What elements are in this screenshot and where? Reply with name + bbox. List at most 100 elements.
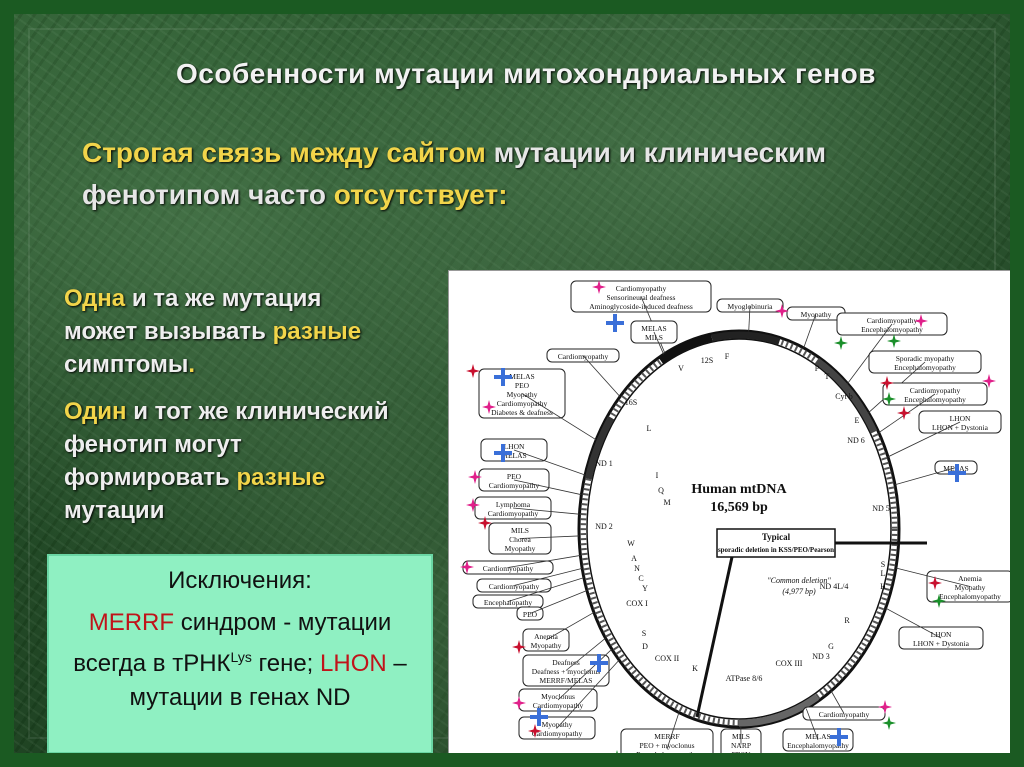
mutation-star-17 bbox=[512, 640, 526, 654]
disease-label-37: Encephalomyopathy bbox=[939, 592, 1001, 601]
disease-label-6: Encephalomyopathy bbox=[861, 325, 923, 334]
text-p2: и тот же клинический фенотип могут форми… bbox=[64, 398, 389, 491]
gene-label-22: C bbox=[638, 574, 643, 583]
gene-label-14: V bbox=[678, 364, 684, 373]
connector-11 bbox=[894, 467, 957, 486]
segment-nd1 bbox=[584, 416, 615, 480]
lead-highlight-1: Строгая связь между сайтом bbox=[82, 137, 486, 168]
mutation-star-3 bbox=[834, 336, 848, 350]
disease-label-36: Myopathy bbox=[955, 583, 986, 592]
mutation-star-15 bbox=[928, 576, 942, 590]
gene-label-8: ND 3 bbox=[812, 652, 830, 661]
connector-22 bbox=[565, 637, 606, 671]
disease-label-31: Cardiomyopathy bbox=[483, 564, 534, 573]
mtdna-ring-inner bbox=[586, 338, 892, 720]
disease-label-2: Aminoglycoside-induced deafness bbox=[589, 302, 693, 311]
disease-label-30: Myopathy bbox=[505, 544, 536, 553]
gene-label-21: N bbox=[634, 564, 640, 573]
disease-label-41: LHON + Dystonia bbox=[913, 639, 970, 648]
connector-6 bbox=[521, 393, 597, 441]
gene-label-30: S bbox=[881, 560, 885, 569]
disease-label-0: Cardiomyopathy bbox=[616, 284, 667, 293]
mutation-cross-5-h bbox=[830, 735, 848, 739]
disease-label-19: LHON bbox=[950, 414, 971, 423]
connector-9 bbox=[887, 421, 961, 458]
disease-label-39: Myopathy bbox=[531, 641, 562, 650]
disease-label-34: PEO bbox=[523, 610, 538, 619]
exceptions-sup: Lys bbox=[230, 649, 252, 665]
exceptions-lhon: LHON bbox=[320, 650, 387, 677]
connector-16 bbox=[513, 567, 583, 586]
disease-label-10: MELAS bbox=[509, 372, 534, 381]
gene-label-32: E bbox=[855, 416, 860, 425]
connector-26 bbox=[666, 712, 680, 750]
common-deletion-bp: (4,977 bp) bbox=[782, 587, 816, 596]
mutation-star-7 bbox=[882, 392, 896, 406]
highlight-odna: Одна bbox=[64, 285, 126, 312]
disease-label-57: MELAS bbox=[805, 732, 830, 741]
exceptions-body: MERRF синдром - мутации всегда в тРНКLys… bbox=[49, 606, 431, 715]
disease-label-27: Cardiomyopathy bbox=[488, 509, 539, 518]
text-p2-end: мутации bbox=[64, 497, 165, 524]
mutation-star-11 bbox=[468, 470, 482, 484]
disease-label-22: MELAS bbox=[501, 451, 526, 460]
mutation-star-5 bbox=[982, 374, 996, 388]
mutation-star-12 bbox=[466, 498, 480, 512]
gene-label-17: Q bbox=[658, 486, 664, 495]
deletion-line-down bbox=[695, 556, 734, 718]
disease-label-42: Deafness bbox=[552, 658, 580, 667]
gene-label-5: COX II bbox=[655, 654, 680, 663]
disease-label-55: NARP bbox=[731, 741, 751, 750]
gene-label-11: ND 6 bbox=[847, 436, 865, 445]
connector-17 bbox=[507, 577, 585, 602]
disease-label-49: Cardiomyopathy bbox=[819, 710, 870, 719]
gene-label-20: A bbox=[631, 554, 637, 563]
connector-5 bbox=[582, 355, 621, 397]
disease-label-44: MERRF/MELAS bbox=[540, 676, 593, 685]
lead-text: мутации и клиническим фенотипом часто bbox=[82, 137, 827, 210]
gene-label-0: 12S bbox=[701, 356, 713, 365]
mutation-cross-0-h bbox=[606, 321, 624, 325]
gene-label-18: M bbox=[663, 498, 670, 507]
gene-label-23: Y bbox=[642, 584, 648, 593]
connector-25 bbox=[830, 690, 845, 714]
disease-label-45: Myoclonus bbox=[541, 692, 575, 701]
disease-label-52: Encephalomyopathy bbox=[636, 750, 698, 759]
mutation-star-2 bbox=[914, 314, 928, 328]
disease-label-40: LHON bbox=[931, 630, 952, 639]
disease-label-47: Myopathy bbox=[542, 720, 573, 729]
mutation-star-10 bbox=[482, 400, 496, 414]
gene-label-27: G bbox=[828, 642, 834, 651]
gene-label-26: K bbox=[692, 664, 698, 673]
mutation-cross-4-h bbox=[590, 661, 608, 665]
mutation-star-6 bbox=[880, 376, 894, 390]
connector-18 bbox=[529, 590, 588, 614]
gene-label-16: I bbox=[656, 471, 659, 480]
gene-label-25: D bbox=[642, 642, 648, 651]
connector-1 bbox=[748, 305, 751, 332]
disease-label-14: Diabetes & deafness bbox=[491, 408, 553, 417]
mtdna-center-title: Human mtDNA bbox=[691, 482, 787, 497]
connector-28 bbox=[805, 708, 819, 741]
gene-label-1: 16S bbox=[625, 398, 637, 407]
disease-box-26 bbox=[620, 728, 714, 753]
exceptions-box: Исключения: MERRF синдром - мутации всег… bbox=[47, 554, 433, 753]
highlight-raznye-2: разные bbox=[236, 464, 326, 491]
text-p1-end: симптомы bbox=[64, 351, 189, 378]
gene-label-3: ND 2 bbox=[595, 522, 613, 531]
mutation-star-9 bbox=[466, 364, 480, 378]
connector-24 bbox=[556, 659, 620, 729]
connector-21 bbox=[885, 607, 942, 639]
disease-label-17: Cardiomyopathy bbox=[910, 386, 961, 395]
disease-label-4: Myopathy bbox=[801, 310, 832, 319]
mutation-star-18 bbox=[512, 696, 526, 710]
disease-label-15: Sporadic myopathy bbox=[896, 354, 955, 363]
disease-label-46: Cardiomyopathy bbox=[533, 701, 584, 710]
gene-label-6: ATPase 8/6 bbox=[726, 674, 763, 683]
gene-label-7: COX III bbox=[776, 659, 803, 668]
disease-label-8: MILS bbox=[645, 333, 663, 342]
disease-label-16: Encephalomyopathy bbox=[894, 363, 956, 372]
disease-label-7: MELAS bbox=[641, 324, 666, 333]
